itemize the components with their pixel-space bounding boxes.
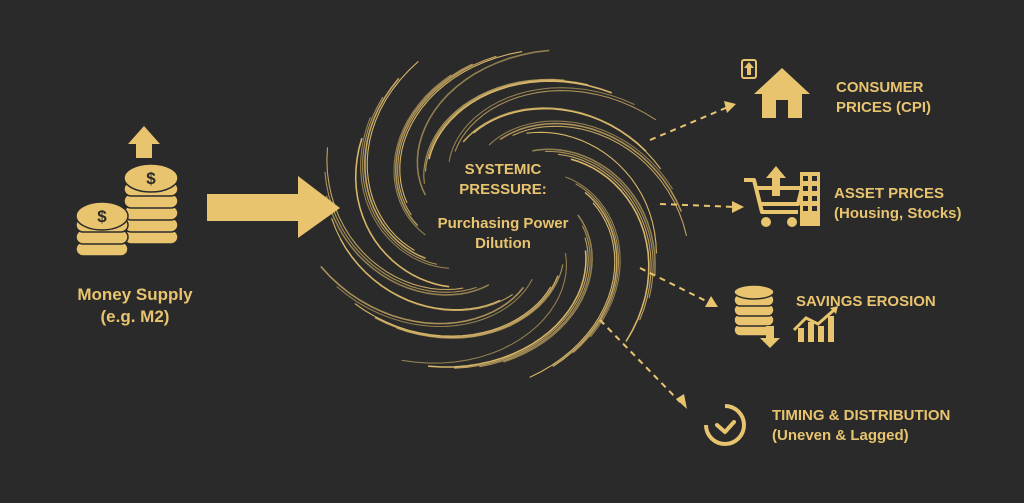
effect-asset: ASSET PRICES (Housing, Stocks) [834,184,962,223]
arrowhead-consumer [724,101,736,113]
arrowhead-timing [676,394,687,409]
vortex-line [454,238,588,369]
effect-consumer-line1: CONSUMER [836,78,931,98]
clock-icon [700,400,750,450]
center-subtitle: Purchasing Power Dilution [418,214,588,253]
effect-savings-line1: SAVINGS EROSION [796,292,936,312]
svg-text:$: $ [97,207,107,226]
vortex-line [573,184,618,353]
source-line1: Money Supply [60,284,210,306]
effect-asset-line1: ASSET PRICES [834,184,962,204]
effect-timing-line2: (Uneven & Lagged) [772,426,950,446]
flow-arrow [207,176,340,238]
vortex-line [397,264,563,338]
effect-timing: TIMING & DISTRIBUTION (Uneven & Lagged) [772,406,950,445]
coin-stacks-up-icon: $ $ [72,122,182,267]
center-title-line1: SYSTEMIC [428,160,578,180]
effect-savings: SAVINGS EROSION [796,292,936,312]
center-title: SYSTEMIC PRESSURE: [428,160,578,199]
connector-timing [600,320,680,402]
vortex-line [367,61,418,250]
svg-text:$: $ [146,169,156,188]
house-up-icon [738,56,812,120]
center-sub-line1: Purchasing Power [418,214,588,234]
effect-consumer-line2: PRICES (CPI) [836,98,931,118]
effect-consumer: CONSUMER PRICES (CPI) [836,78,931,117]
cart-building-icon [742,166,822,230]
vortex-line [394,75,451,235]
source-label: Money Supply (e.g. M2) [60,284,210,328]
effect-asset-line2: (Housing, Stocks) [834,204,962,224]
center-sub-line2: Dilution [418,234,588,254]
effect-timing-line1: TIMING & DISTRIBUTION [772,406,950,426]
connector-savings [640,268,710,303]
vortex-line [402,253,567,363]
arrowhead-savings [705,296,718,307]
connector-asset [660,204,736,207]
source-line2: (e.g. M2) [60,306,210,328]
center-title-line2: PRESSURE: [428,180,578,200]
connector-consumer [650,107,728,140]
